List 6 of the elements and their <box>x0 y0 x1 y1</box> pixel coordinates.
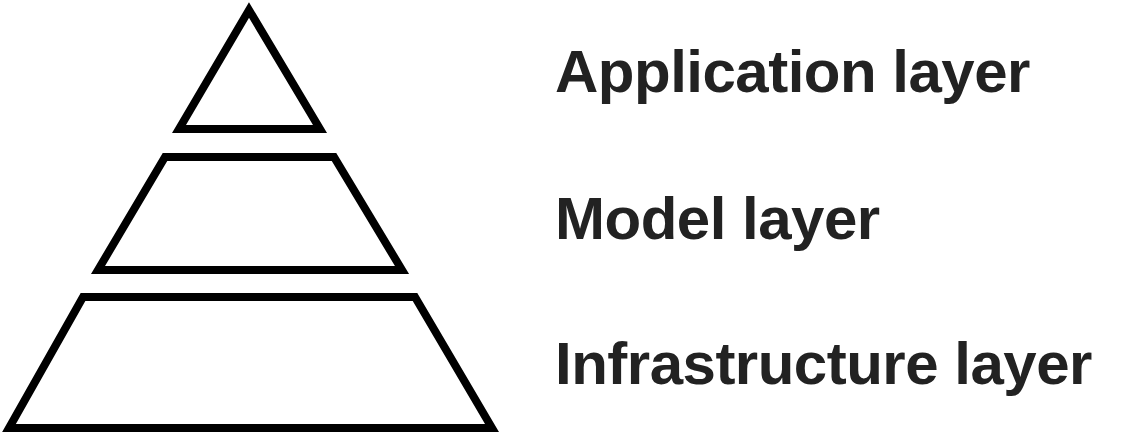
pyramid-tier-trapezoid <box>4 292 497 432</box>
layer-label: Application layer <box>555 42 1030 102</box>
layer-label: Model layer <box>555 189 880 249</box>
pyramid-tier-trapezoid <box>93 152 407 275</box>
pyramid-top-triangle <box>174 2 325 134</box>
layer-label: Infrastructure layer <box>555 334 1092 394</box>
